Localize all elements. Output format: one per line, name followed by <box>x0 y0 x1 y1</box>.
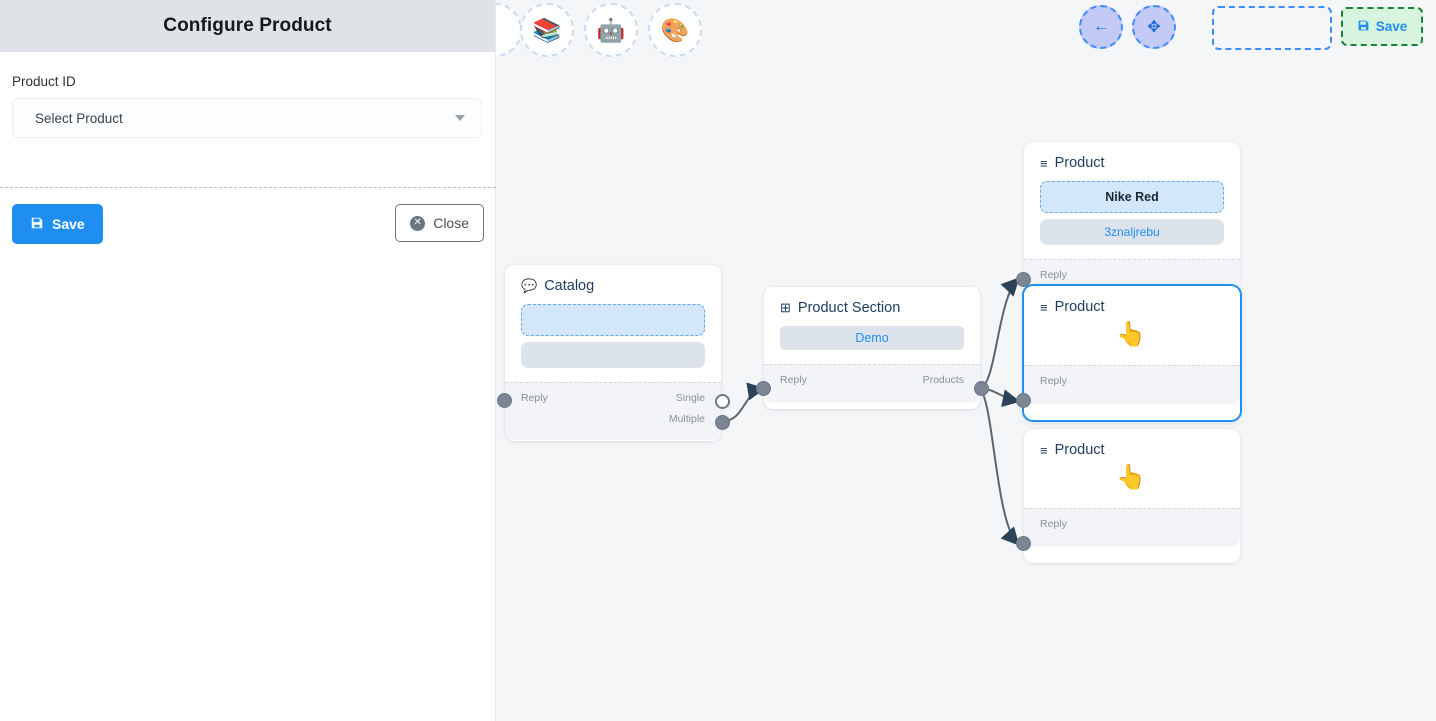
node-product-2[interactable]: ≡ Product 👆 Reply <box>1016 286 1240 420</box>
node-product-section-footer: Reply Products <box>764 364 980 403</box>
node-product-section-header: ⊞ Product Section <box>764 287 980 316</box>
node-product-2-body: 👆 <box>1024 315 1240 365</box>
list-lines-icon: ≡ <box>1040 155 1048 171</box>
select-product-value: Select Product <box>35 110 123 126</box>
page-title: Configure Product <box>163 15 332 36</box>
fit-to-screen-button[interactable]: ✥ <box>1132 5 1176 49</box>
port-product-2-reply[interactable] <box>1016 393 1031 408</box>
node-catalog-body <box>505 294 721 382</box>
chevron-down-icon <box>455 115 465 121</box>
table-grid-icon: ⊞ <box>780 300 791 315</box>
node-product-1-title: Product <box>1054 155 1105 171</box>
port-label-products: Products <box>922 374 964 386</box>
list-lines-icon: ≡ <box>1040 442 1048 458</box>
panel-divider <box>0 187 496 188</box>
node-catalog[interactable]: 💬 Catalog Reply Single Multiple <box>497 265 730 441</box>
node-product-2-title: Product <box>1054 299 1105 315</box>
node-catalog-footer: Reply Single Multiple <box>505 382 721 440</box>
stack-overflow-icon: 📚 <box>532 16 562 43</box>
port-catalog-multiple[interactable] <box>715 415 730 430</box>
panel-actions: Save ✕ Close <box>0 187 496 244</box>
node-product-1-header: ≡ Product <box>1024 142 1240 171</box>
toolbar-tool-stack-overflow[interactable]: 📚 <box>520 3 574 57</box>
port-section-products[interactable] <box>974 381 989 396</box>
port-label-multiple: Multiple <box>668 413 705 425</box>
floppy-disk-icon <box>30 216 44 233</box>
port-product-3-reply[interactable] <box>1016 536 1031 551</box>
port-label-single: Single <box>675 392 705 404</box>
palette-icon: 🎨 <box>660 16 690 43</box>
arrow-left-icon: ← <box>1093 18 1109 35</box>
node-product-3-footer: Reply <box>1024 508 1240 547</box>
node-product-section[interactable]: ⊞ Product Section Demo Reply Products <box>756 287 989 409</box>
port-label-reply: Reply <box>780 374 807 386</box>
port-product-1-reply[interactable] <box>1016 272 1031 287</box>
port-label-reply: Reply <box>1040 518 1067 530</box>
port-catalog-single[interactable] <box>715 394 730 409</box>
node-product-3-title: Product <box>1054 442 1105 458</box>
node-catalog-title: Catalog <box>544 278 595 294</box>
product-section-demo-box[interactable]: Demo <box>780 326 964 350</box>
node-product-2-footer: Reply <box>1024 365 1240 404</box>
flow-canvas[interactable]: 📚 🤖 🎨 ← ✥ Save 💬 Catalog <box>496 0 1436 721</box>
port-label-reply: Reply <box>1040 375 1067 387</box>
toolbar-tool-palette[interactable]: 🎨 <box>648 3 702 57</box>
port-section-reply[interactable] <box>756 381 771 396</box>
product-1-sub-box[interactable]: 3znaljrebu <box>1040 219 1224 245</box>
configure-product-panel: Configure Product Product ID Select Prod… <box>0 0 496 721</box>
list-lines-icon: ≡ <box>1040 299 1048 315</box>
toolbar-save-button[interactable]: Save <box>1341 7 1423 46</box>
close-button[interactable]: ✕ Close <box>395 204 484 242</box>
chat-bubble-icon: 💬 <box>521 278 538 293</box>
edge-section-to-product-1 <box>980 277 1020 389</box>
close-circle-icon: ✕ <box>410 215 426 231</box>
node-product-2-header: ≡ Product <box>1024 286 1240 315</box>
back-button[interactable]: ← <box>1079 5 1123 49</box>
port-label-reply: Reply <box>1040 269 1067 281</box>
node-product-section-title: Product Section <box>797 300 901 316</box>
hand-pointer-icon: 👆 <box>1116 321 1146 348</box>
node-product-3[interactable]: ≡ Product 👆 Reply <box>1016 429 1240 563</box>
close-button-label: Close <box>433 215 469 231</box>
fit-to-screen-icon: ✥ <box>1147 19 1161 36</box>
panel-body: Product ID Select Product <box>0 52 495 138</box>
save-button-label: Save <box>52 216 85 232</box>
zoom-controls-placeholder[interactable] <box>1212 6 1332 50</box>
product-1-name-box[interactable]: Nike Red <box>1040 181 1224 213</box>
select-product-dropdown[interactable]: Select Product <box>12 98 482 138</box>
node-product-1-body: Nike Red 3znaljrebu <box>1024 171 1240 259</box>
floppy-disk-icon <box>1357 19 1370 35</box>
robot-icon: 🤖 <box>596 16 626 43</box>
product-id-label: Product ID <box>12 74 76 89</box>
edge-section-to-product-3 <box>980 389 1020 546</box>
node-product-section-body: Demo <box>764 316 980 364</box>
hand-pointer-icon: 👆 <box>1116 464 1146 491</box>
toolbar-save-label: Save <box>1375 19 1408 34</box>
port-label-reply: Reply <box>521 392 548 404</box>
node-product-3-header: ≡ Product <box>1024 429 1240 458</box>
toolbar-tool-robot[interactable]: 🤖 <box>584 3 638 57</box>
node-catalog-header: 💬 Catalog <box>505 265 721 294</box>
catalog-option-box[interactable] <box>521 342 705 368</box>
port-catalog-reply[interactable] <box>497 393 512 408</box>
panel-header: Configure Product <box>0 0 495 52</box>
save-button[interactable]: Save <box>12 204 103 244</box>
node-product-3-body: 👆 <box>1024 458 1240 508</box>
node-product-1[interactable]: ≡ Product Nike Red 3znaljrebu Reply <box>1016 142 1240 297</box>
catalog-message-box[interactable] <box>521 304 705 336</box>
